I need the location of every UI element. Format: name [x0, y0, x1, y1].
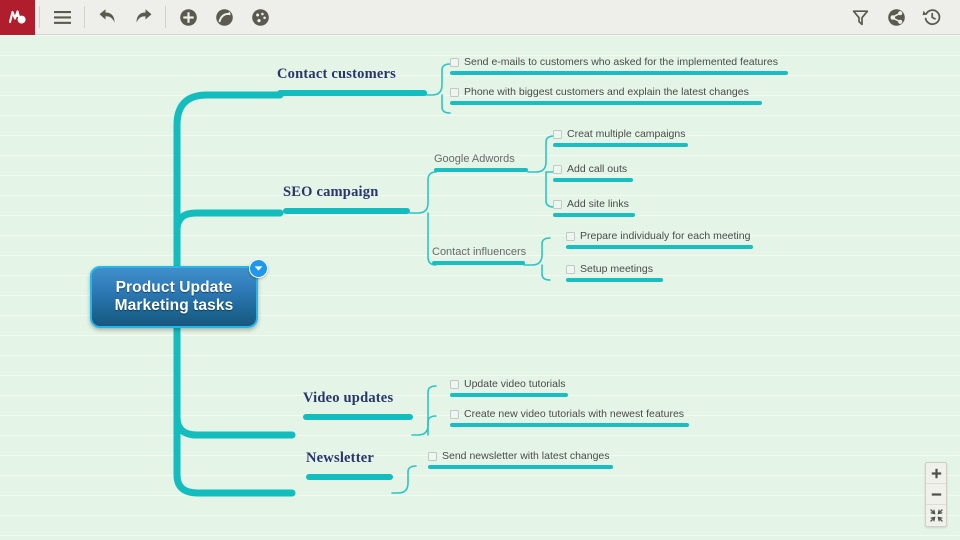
- node-underline: [283, 208, 410, 214]
- leaf-label: Add site links: [567, 198, 629, 210]
- leaf-label: Send newsletter with latest changes: [442, 450, 610, 462]
- share-nodes-icon: [887, 8, 905, 26]
- fit-to-screen-button[interactable]: [926, 505, 946, 526]
- toolbar-separator: [84, 6, 85, 28]
- node-underline: [450, 423, 689, 427]
- task-checkbox[interactable]: [553, 199, 562, 209]
- toolbar-separator: [39, 6, 40, 28]
- leaf-node-prepare-individualy[interactable]: Prepare individualy for each meeting: [566, 230, 753, 249]
- zoom-in-button[interactable]: [926, 463, 946, 484]
- leaf-label: Create new video tutorials with newest f…: [464, 408, 685, 420]
- redo-button[interactable]: [125, 0, 161, 35]
- branch-label: Video updates: [303, 390, 394, 406]
- logo-mark-icon: [8, 10, 26, 24]
- leaf-node-creat-multiple-campaigns[interactable]: Creat multiple campaigns: [553, 128, 688, 147]
- branch-label: Newsletter: [306, 450, 375, 466]
- redo-arrow-icon: [136, 8, 151, 22]
- palette-circle-icon: [251, 8, 269, 26]
- leaf-node-phone-customers[interactable]: Phone with biggest customers and explain…: [450, 86, 762, 105]
- task-checkbox[interactable]: [450, 409, 459, 419]
- branch-node-video-updates[interactable]: Video updates: [303, 390, 413, 420]
- node-underline: [553, 178, 633, 182]
- subbranch-node-contact-influencers[interactable]: Contact influencers: [432, 246, 527, 265]
- filter-button[interactable]: [842, 0, 878, 35]
- minus-icon: [931, 492, 941, 496]
- leaf-label: Send e-mails to customers who asked for …: [464, 56, 778, 68]
- node-underline: [566, 245, 753, 249]
- toolbar: [0, 0, 960, 35]
- node-underline: [432, 261, 525, 265]
- fit-screen-icon: [929, 509, 943, 522]
- node-underline: [450, 101, 762, 105]
- leaf-label: Add call outs: [567, 163, 628, 175]
- branch-node-contact-customers[interactable]: Contact customers: [277, 66, 427, 96]
- menu-button[interactable]: [44, 0, 80, 35]
- node-underline: [450, 393, 568, 397]
- task-checkbox[interactable]: [566, 231, 575, 241]
- node-underline: [566, 278, 663, 282]
- node-underline: [306, 474, 393, 480]
- leaf-label: Prepare individualy for each meeting: [580, 230, 751, 242]
- leaf-node-update-video-tutorials[interactable]: Update video tutorials: [450, 378, 568, 397]
- zoom-out-button[interactable]: [926, 484, 946, 505]
- plus-circle-icon: [179, 8, 197, 26]
- task-checkbox[interactable]: [566, 264, 575, 274]
- undo-button[interactable]: [89, 0, 125, 35]
- leaf-label: Creat multiple campaigns: [567, 128, 686, 140]
- zoom-control: [925, 462, 947, 527]
- leaf-node-create-new-video-tutorials[interactable]: Create new video tutorials with newest f…: [450, 408, 689, 427]
- toolbar-separator: [165, 6, 166, 28]
- node-underline: [434, 168, 528, 172]
- share-button[interactable]: [878, 0, 914, 35]
- subbranch-label: Google Adwords: [434, 153, 515, 165]
- mindmeister-logo[interactable]: [0, 0, 35, 35]
- plus-icon: [931, 468, 941, 478]
- task-checkbox[interactable]: [553, 164, 562, 174]
- leaf-node-setup-meetings[interactable]: Setup meetings: [566, 263, 663, 282]
- mindmap-canvas[interactable]: Product Update Marketing tasks Contact c…: [0, 35, 960, 540]
- history-button[interactable]: [914, 0, 950, 35]
- subbranch-node-google-adwords[interactable]: Google Adwords: [434, 153, 528, 172]
- leaf-node-add-site-links[interactable]: Add site links: [553, 198, 635, 217]
- connection-circle-icon: [215, 8, 233, 26]
- leaf-node-send-newsletter[interactable]: Send newsletter with latest changes: [428, 450, 613, 469]
- node-underline: [553, 143, 688, 147]
- root-node[interactable]: Product Update Marketing tasks: [90, 266, 258, 328]
- branch-label: Contact customers: [277, 66, 396, 82]
- task-checkbox[interactable]: [428, 451, 437, 461]
- task-checkbox[interactable]: [553, 129, 562, 139]
- node-underline: [450, 71, 788, 75]
- leaf-node-add-call-outs[interactable]: Add call outs: [553, 163, 633, 182]
- leaf-label: Update video tutorials: [464, 378, 566, 390]
- root-node-label: Product Update Marketing tasks: [114, 279, 234, 314]
- branch-node-newsletter[interactable]: Newsletter: [306, 450, 393, 480]
- task-checkbox[interactable]: [450, 87, 459, 97]
- task-checkbox[interactable]: [450, 379, 459, 389]
- hamburger-icon: [53, 10, 71, 24]
- branch-node-seo-campaign[interactable]: SEO campaign: [283, 184, 410, 214]
- undo-arrow-icon: [99, 8, 114, 22]
- node-underline: [303, 414, 413, 420]
- leaf-label: Setup meetings: [580, 263, 653, 275]
- subbranch-label: Contact influencers: [432, 246, 527, 258]
- node-underline: [553, 213, 635, 217]
- leaf-node-send-emails[interactable]: Send e-mails to customers who asked for …: [450, 56, 790, 75]
- leaf-label: Phone with biggest customers and explain…: [464, 86, 749, 98]
- funnel-icon: [852, 9, 868, 25]
- history-clock-icon: [922, 9, 941, 26]
- connect-button[interactable]: [206, 0, 242, 35]
- chevron-down-icon: [254, 266, 263, 271]
- task-checkbox[interactable]: [450, 57, 459, 67]
- root-node-badge[interactable]: [249, 259, 268, 278]
- add-node-button[interactable]: [170, 0, 206, 35]
- node-underline: [277, 90, 427, 96]
- connector-lines: [173, 63, 555, 497]
- node-underline: [428, 465, 613, 469]
- style-button[interactable]: [242, 0, 278, 35]
- branch-label: SEO campaign: [283, 184, 379, 200]
